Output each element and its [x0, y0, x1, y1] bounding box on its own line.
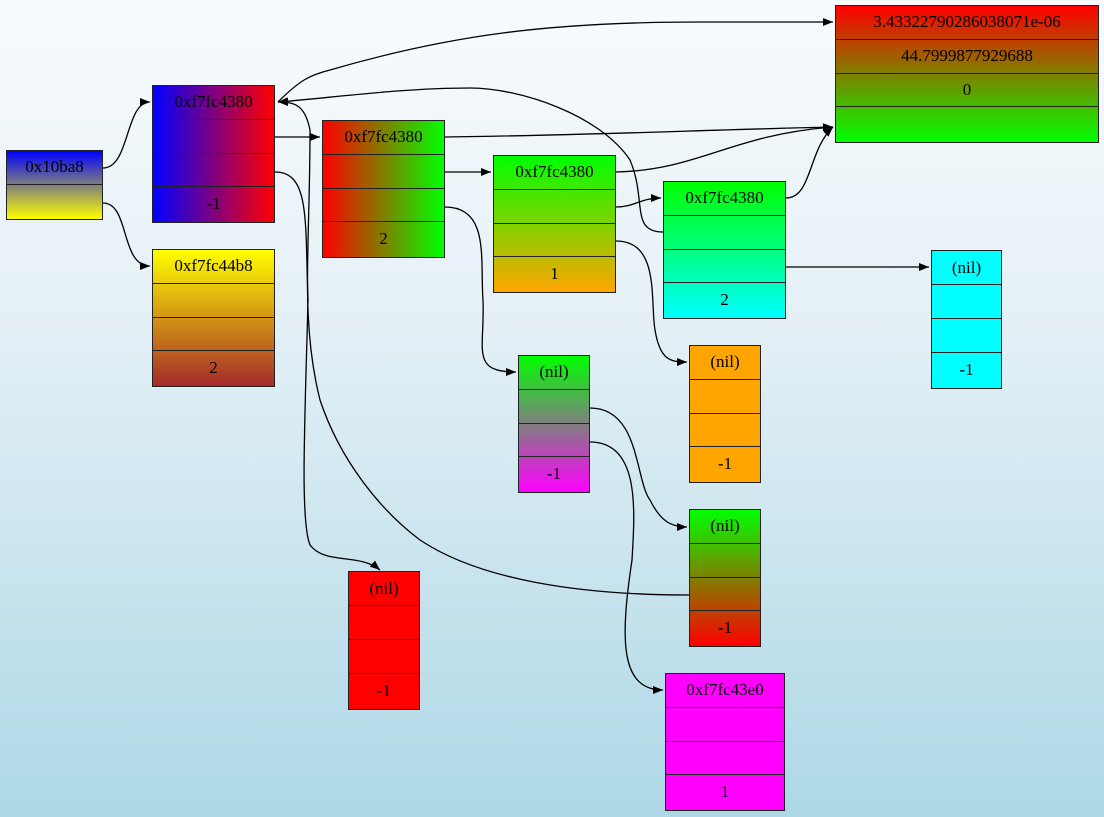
node-n9: (nil) -1: [689, 345, 761, 483]
node-field: [519, 424, 589, 458]
node-n10: (nil) -1: [689, 509, 761, 647]
node-header: 3.43322790286038071e-06: [836, 6, 1098, 40]
node-header: (nil): [690, 346, 760, 380]
node-field: [153, 318, 274, 352]
node-header: 0xf7fc44b8: [153, 250, 274, 284]
edge-n5-1-to-n1: [277, 87, 664, 233]
node-n8: (nil) -1: [518, 355, 590, 493]
edge-n4-0-to-n6-3: [615, 123, 834, 173]
node-header: (nil): [519, 356, 589, 390]
node-header: 0xf7fc4380: [323, 121, 444, 155]
node-field: [666, 708, 784, 742]
node-field: [932, 319, 1001, 353]
node-field: 1: [720, 782, 730, 802]
node-n3: 0xf7fc4380 2: [322, 120, 445, 258]
node-field: [664, 216, 785, 250]
node-field: -1: [206, 194, 221, 214]
node-field: [519, 390, 589, 424]
edge-n3-2-to-n8: [444, 206, 517, 376]
node-field: -1: [717, 454, 733, 474]
node-field: -1: [717, 618, 733, 638]
node-header: (nil): [690, 510, 760, 544]
node-field: 2: [379, 229, 388, 249]
node-header: 0xf7fc43e0: [666, 674, 784, 708]
edge-root-1-to-n2: [102, 202, 151, 270]
node-n1: 0xf7fc4380 -1: [152, 85, 275, 223]
node-field: [323, 155, 444, 189]
edge-n1-0-to-n6-0: [277, 18, 833, 103]
node-field: 2: [209, 358, 218, 378]
node-field: -1: [959, 360, 974, 379]
node-field: [349, 640, 419, 674]
node-field: [690, 380, 760, 414]
edge-root-0-to-n1: [102, 98, 151, 169]
node-field: [690, 544, 760, 578]
node-field: [153, 154, 274, 188]
node-field: [7, 185, 102, 219]
node-field: [690, 578, 760, 612]
node-field: [153, 284, 274, 318]
node-field: [494, 190, 615, 224]
node-field: 2: [720, 290, 729, 310]
node-field: [666, 742, 784, 776]
edge-n4-2-to-n9: [615, 240, 688, 366]
node-n2: 0xf7fc44b8 2: [152, 249, 275, 387]
edge-n8-2-to-n12: [589, 441, 664, 694]
node-field: -1: [376, 681, 392, 700]
edge-n1-2-to-n11: [274, 171, 381, 571]
node-n5: 0xf7fc4380 2: [663, 181, 786, 319]
node-field: -1: [546, 464, 562, 484]
node-header: 0xf7fc4380: [494, 156, 615, 190]
node-header: 0x10ba8: [7, 151, 102, 185]
node-field: 0: [836, 74, 1098, 108]
edge-n5-0-to-n6-3: [785, 126, 834, 199]
edge-n4-1-to-n5: [615, 194, 662, 208]
node-header: (nil): [932, 251, 1001, 285]
node-field: [323, 189, 444, 223]
node-field: [690, 414, 760, 448]
node-field: [349, 606, 419, 640]
edge-n3-0-to-n6-3: [444, 123, 834, 138]
node-field: 1: [550, 264, 559, 284]
node-field: 44.7999877929688: [836, 40, 1098, 74]
node-n11: (nil) -1: [348, 571, 420, 710]
node-field: [836, 107, 1098, 141]
node-field: [153, 120, 274, 154]
node-root: 0x10ba8: [6, 150, 103, 220]
edge-n10-2-to-n1: [277, 98, 690, 596]
node-n7: (nil) -1: [931, 250, 1002, 389]
node-header: 0xf7fc4380: [153, 86, 274, 120]
node-field: [932, 285, 1001, 319]
node-field: [664, 250, 785, 284]
node-n12: 0xf7fc43e0 1: [665, 673, 785, 811]
node-field: [494, 224, 615, 258]
node-header: (nil): [349, 572, 419, 606]
node-n4: 0xf7fc4380 1: [493, 155, 616, 293]
node-header: 0xf7fc4380: [664, 182, 785, 216]
edge-n8-1-to-n10: [589, 407, 688, 531]
